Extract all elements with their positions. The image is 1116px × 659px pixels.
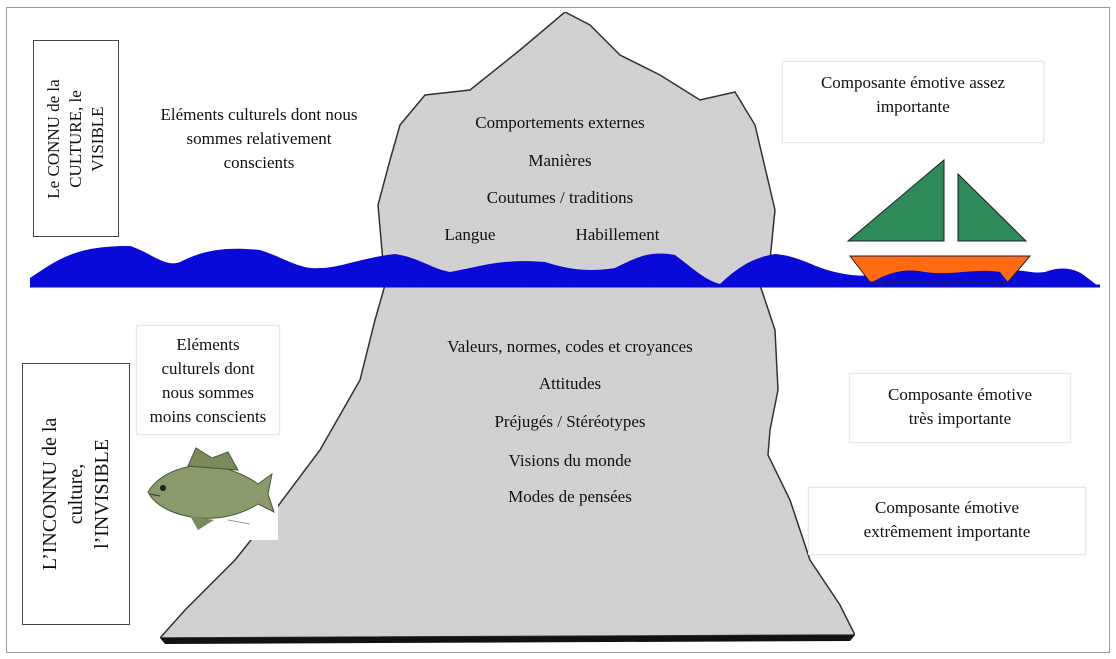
item-modes: Modes de pensées bbox=[508, 487, 632, 506]
diagram-frame bbox=[6, 7, 1110, 653]
invisible-side-box: L’INCONNU de la culture, l’INVISIBLE bbox=[22, 363, 130, 625]
item-langue: Langue bbox=[444, 225, 496, 244]
invisible-side-label: L’INCONNU de la culture, l’INVISIBLE bbox=[39, 417, 113, 571]
sailboat-icon bbox=[846, 158, 1032, 283]
item-visions: Visions du monde bbox=[508, 451, 632, 470]
item-attitudes: Attitudes bbox=[538, 374, 602, 393]
conscious-elements-text: Eléments culturels dont nous sommes rela… bbox=[160, 105, 358, 172]
water-surface bbox=[30, 246, 1098, 286]
item-valeurs: Valeurs, normes, codes et croyances bbox=[447, 337, 693, 356]
visible-side-box: Le CONNU de la CULTURE, le VISIBLE bbox=[33, 40, 119, 237]
emotive-tres-box: Composante émotive très importante bbox=[849, 373, 1071, 443]
fish-icon bbox=[136, 440, 278, 540]
emotive-extreme-box: Composante émotive extrêmement important… bbox=[808, 487, 1086, 555]
item-manieres: Manières bbox=[528, 151, 592, 170]
item-prejuges: Préjugés / Stéréotypes bbox=[494, 412, 646, 431]
item-habillement: Habillement bbox=[575, 225, 660, 244]
emotive-assez-box: Composante émotive assez importante bbox=[782, 61, 1044, 143]
visible-side-label: Le CONNU de la CULTURE, le VISIBLE bbox=[44, 78, 107, 199]
less-conscious-note: Eléments culturels dont nous sommes moin… bbox=[136, 325, 280, 435]
item-coutumes: Coutumes / traditions bbox=[486, 188, 634, 207]
item-comportements: Comportements externes bbox=[475, 113, 645, 132]
